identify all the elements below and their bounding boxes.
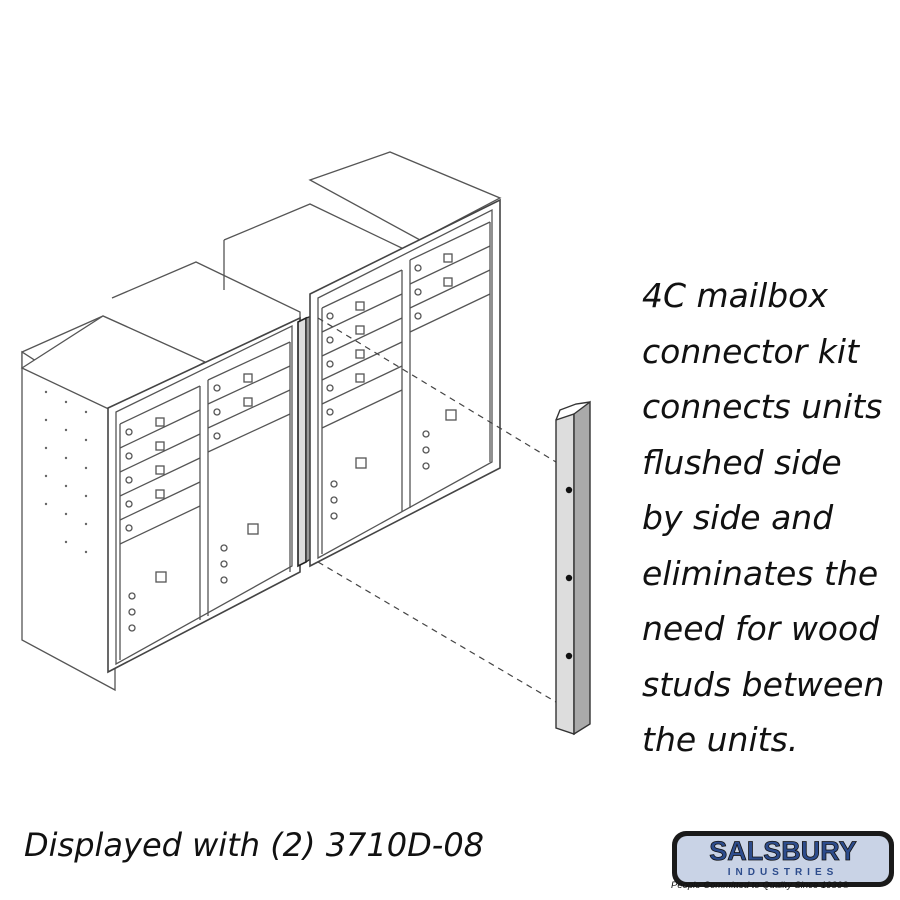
connector-part xyxy=(555,400,591,736)
description-line: eliminates the xyxy=(642,553,879,593)
mailbox-unit-right xyxy=(309,198,501,568)
description-text: 4C mailbox connector kit connects units … xyxy=(642,268,892,768)
description-line: connects units xyxy=(642,387,883,426)
description-line: by side and xyxy=(642,498,834,537)
guide-lines xyxy=(317,317,557,703)
description-line: connector kit xyxy=(642,331,860,371)
description-line: studs between xyxy=(642,664,885,704)
mailbox-unit-left xyxy=(20,315,301,692)
description-line: 4C mailbox xyxy=(642,276,828,315)
logo-tagline: People Committed to Quality Since 1936® xyxy=(671,880,850,891)
logo-sub: INDUSTRIES xyxy=(728,867,839,878)
description-line: flushed side xyxy=(642,442,842,482)
description-line: need for wood xyxy=(642,609,880,648)
logo-name: SALSBURY xyxy=(709,836,857,866)
description-line: the units. xyxy=(642,720,799,759)
salsbury-logo: SALSBURY INDUSTRIES xyxy=(672,831,894,887)
caption: Displayed with (2) 3710D-08 xyxy=(24,826,485,864)
